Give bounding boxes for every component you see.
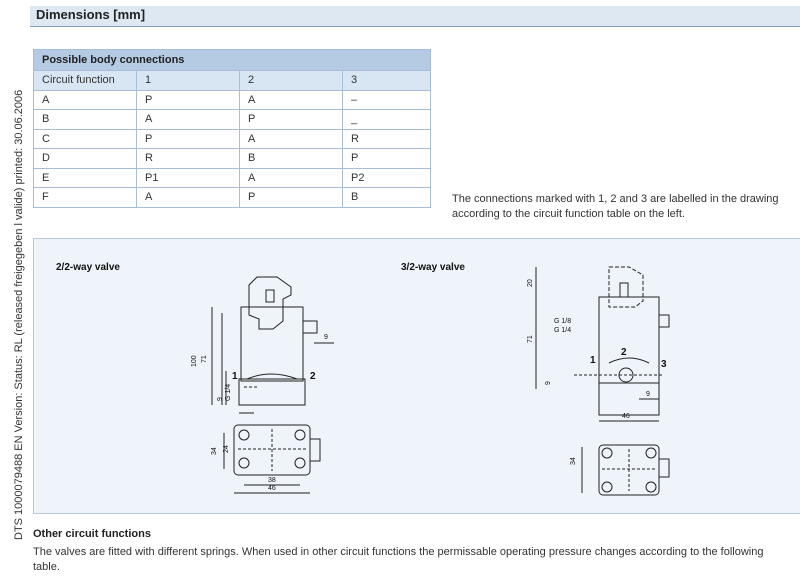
table-cell: _ bbox=[342, 109, 431, 130]
dim-label-9: 9 bbox=[217, 397, 224, 401]
valve-2-2-title: 2/2-way valve bbox=[56, 262, 120, 273]
column-header: 1 bbox=[136, 70, 240, 91]
section-title: Dimensions [mm] bbox=[36, 7, 146, 22]
column-header: Circuit function bbox=[33, 70, 137, 91]
bottom-connector bbox=[658, 458, 670, 478]
coil-body bbox=[598, 296, 660, 384]
dim-label-71: 71 bbox=[201, 355, 208, 363]
table-cell: – bbox=[342, 89, 431, 110]
dim-label-100: 100 bbox=[191, 355, 198, 367]
table-cell: F bbox=[33, 187, 137, 208]
table-cell: B bbox=[33, 109, 137, 130]
bolt-hole bbox=[645, 481, 657, 493]
column-header: 3 bbox=[342, 70, 431, 91]
table-row: B A P _ bbox=[33, 109, 431, 130]
table-cell: P2 bbox=[342, 167, 431, 188]
bottom-connector bbox=[309, 438, 321, 462]
dim-label-24: 24 bbox=[223, 445, 230, 453]
table-cell: R bbox=[136, 148, 240, 169]
port-label-2: 2 bbox=[621, 347, 627, 358]
other-functions-title: Other circuit functions bbox=[33, 528, 151, 540]
port-label-2: 2 bbox=[310, 371, 316, 382]
dim-label-9b: 9 bbox=[324, 334, 328, 341]
valve-2-2-drawing bbox=[211, 276, 334, 494]
section-header-bar bbox=[30, 6, 800, 27]
table-cell: P bbox=[136, 128, 240, 149]
side-screw bbox=[658, 314, 670, 328]
dim-label-9a: 9 bbox=[545, 381, 552, 385]
plug-screw bbox=[619, 282, 629, 298]
table-cell: P bbox=[239, 187, 343, 208]
bolt-hole bbox=[238, 429, 250, 441]
bolt-hole bbox=[601, 481, 613, 493]
table-cell: A bbox=[33, 89, 137, 110]
other-functions-text: The valves are fitted with different spr… bbox=[33, 546, 764, 573]
valve-3-2-title: 3/2-way valve bbox=[401, 262, 465, 273]
document-id-status-text: DTS 1000079488 EN Version: Status: RL (r… bbox=[13, 89, 25, 540]
dim-label-71: 71 bbox=[527, 335, 534, 343]
dim-label-9b: 9 bbox=[646, 391, 650, 398]
connector-plug-shape bbox=[608, 266, 644, 308]
table-cell: P bbox=[136, 89, 240, 110]
thread-label-g18: G 1/8 bbox=[554, 318, 571, 325]
table-cell: A bbox=[239, 167, 343, 188]
table-title: Possible body connections bbox=[33, 49, 431, 71]
table-row: F A P B bbox=[33, 187, 431, 208]
dim-label-g: G 1/4 bbox=[225, 384, 232, 401]
port-label-1: 1 bbox=[232, 371, 238, 382]
bolt-hole bbox=[294, 457, 306, 469]
document-side-label: DTS 1000079488 EN Version: Status: RL (r… bbox=[1, 0, 25, 580]
table-cell: B bbox=[342, 187, 431, 208]
port-label-1: 1 bbox=[590, 355, 596, 366]
table-row: D R B P bbox=[33, 148, 431, 169]
body-arc bbox=[246, 373, 298, 380]
table-cell: B bbox=[239, 148, 343, 169]
bolt-hole bbox=[601, 447, 613, 459]
valve-3-2-drawing bbox=[535, 266, 670, 496]
table-cell: A bbox=[239, 128, 343, 149]
table-row: E P1 A P2 bbox=[33, 167, 431, 188]
dimension-drawing-panel: 2/2-way valve 3/2-way valve 1 2 100 71 9… bbox=[33, 238, 800, 514]
coil-body bbox=[240, 306, 304, 382]
dim-label-34: 34 bbox=[570, 457, 577, 465]
table-cell: P1 bbox=[136, 167, 240, 188]
table-cell: A bbox=[239, 89, 343, 110]
table-cell: R bbox=[342, 128, 431, 149]
column-header: 2 bbox=[239, 70, 343, 91]
table-cell: A bbox=[136, 109, 240, 130]
plug-screw bbox=[265, 289, 275, 303]
dim-label-20: 20 bbox=[527, 279, 534, 287]
dim-label-46: 46 bbox=[268, 485, 276, 492]
thread-label-g14: G 1/4 bbox=[554, 327, 571, 334]
table-row: C P A R bbox=[33, 128, 431, 149]
dim-label-46: 46 bbox=[622, 413, 630, 420]
side-screw bbox=[302, 320, 318, 334]
connector-plug-shape bbox=[248, 276, 292, 330]
table-cell: P bbox=[239, 109, 343, 130]
bolt-hole bbox=[294, 429, 306, 441]
dim-label-38: 38 bbox=[268, 477, 276, 484]
body-connections-table: Possible body connections Circuit functi… bbox=[33, 49, 431, 208]
table-cell: P bbox=[342, 148, 431, 169]
dim-label-34: 34 bbox=[211, 447, 218, 455]
table-header-row: Circuit function 1 2 3 bbox=[33, 70, 431, 91]
bolt-hole bbox=[238, 457, 250, 469]
valve-body bbox=[238, 378, 306, 406]
table-cell: D bbox=[33, 148, 137, 169]
table-cell: E bbox=[33, 167, 137, 188]
connection-note: The connections marked with 1, 2 and 3 a… bbox=[452, 193, 779, 220]
port-label-3: 3 bbox=[661, 359, 667, 370]
table-cell: A bbox=[136, 187, 240, 208]
table-row: A P A – bbox=[33, 89, 431, 110]
bolt-hole bbox=[645, 447, 657, 459]
table-title-row: Possible body connections bbox=[33, 49, 431, 71]
body-arc bbox=[608, 357, 650, 364]
dimension-drawing: 2/2-way valve 3/2-way valve 1 2 100 71 9… bbox=[56, 262, 670, 496]
table-cell: C bbox=[33, 128, 137, 149]
